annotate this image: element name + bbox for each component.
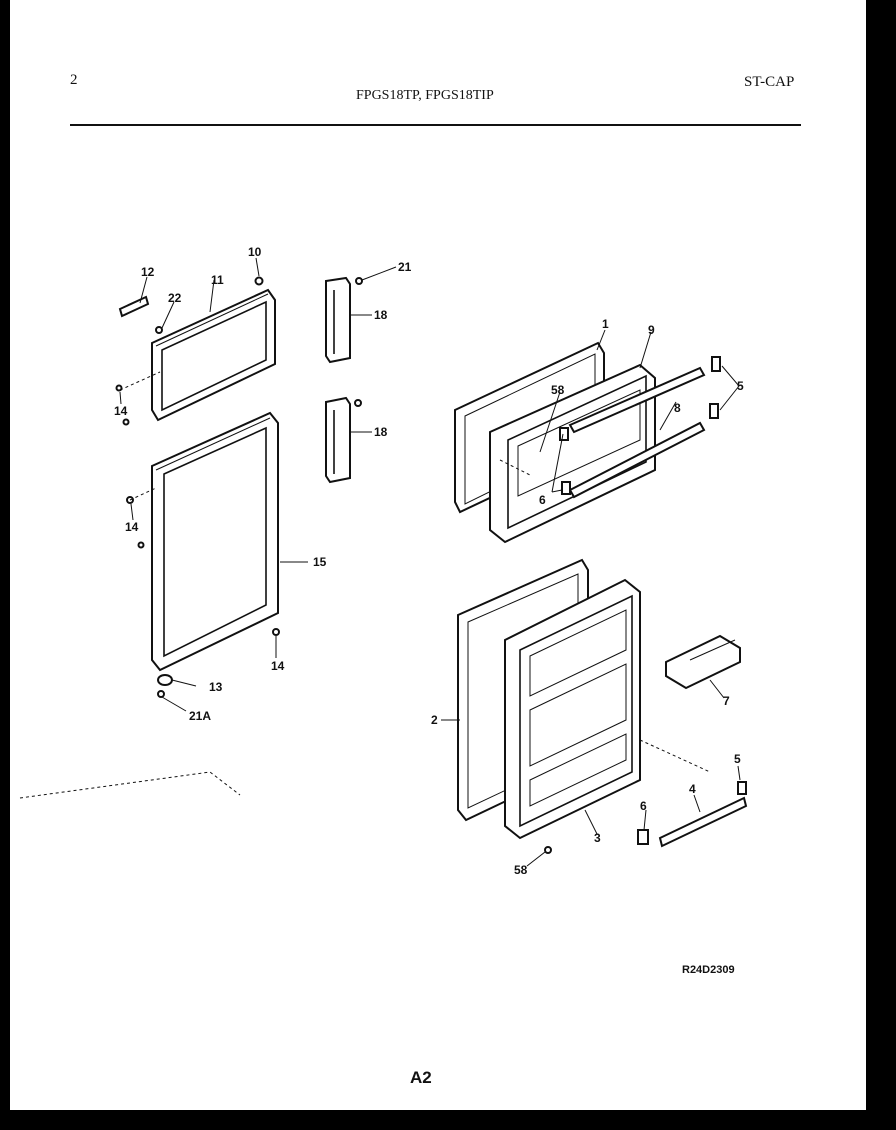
part-58-screw [544, 846, 552, 854]
callout-9: 9 [648, 323, 655, 337]
callout-14-b: 14 [125, 520, 139, 534]
callout-58-b: 58 [514, 863, 528, 877]
callout-58-a: 58 [551, 383, 565, 397]
callout-5-a: 5 [737, 379, 744, 393]
callout-15: 15 [313, 555, 327, 569]
leader-lines [119, 257, 741, 867]
callout-4: 4 [689, 782, 696, 796]
page-corner-number: 2 [70, 72, 78, 88]
callout-8: 8 [674, 401, 681, 415]
dairy-door-shelf [665, 634, 741, 690]
callout-22: 22 [168, 291, 182, 305]
part-21-screw [355, 277, 363, 285]
callout-5-b: 5 [734, 752, 741, 766]
part-22-screw [155, 326, 163, 334]
callout-10: 10 [248, 245, 262, 259]
callout-3: 3 [594, 831, 601, 845]
door-handles [325, 276, 363, 484]
small-parts-left [115, 276, 280, 698]
callout-1: 1 [602, 317, 609, 331]
callout-6-a: 6 [539, 493, 546, 507]
part-6-bracket [637, 829, 649, 845]
part-14-screw-4 [137, 541, 145, 549]
part-5-bracket [737, 781, 747, 795]
part-21A-screw [157, 690, 165, 698]
callout-12: 12 [141, 265, 155, 279]
rail-brackets-upper [709, 356, 721, 419]
part-14-screw [115, 384, 123, 392]
callout-6-b: 6 [640, 799, 647, 813]
callout-18-a: 18 [374, 308, 388, 322]
part-14-screw-2 [122, 418, 130, 426]
callout-21: 21 [398, 260, 412, 274]
model-numbers: FPGS18TP, FPGS18TIP [356, 88, 494, 103]
header-rule [70, 124, 801, 126]
part-14-screw-5 [272, 628, 280, 636]
drawing-code: R24D2309 [682, 964, 735, 976]
callout-14-c: 14 [271, 659, 285, 673]
freezer-shelf-rails [559, 366, 706, 499]
fresh-food-door-liner [504, 578, 641, 840]
page-label: A2 [410, 1068, 432, 1087]
fresh-food-door-gasket-frame [151, 411, 279, 672]
part-12-bar [118, 295, 150, 318]
alignment-lines [19, 371, 711, 799]
callout-14-a: 14 [114, 404, 128, 418]
callout-7: 7 [723, 694, 730, 708]
callout-11: 11 [211, 273, 224, 287]
callout-labels: 12 22 11 10 14 14 14 15 13 21A 21 18 18 … [114, 245, 744, 877]
freezer-door-gasket-frame [151, 288, 276, 422]
section-code: ST-CAP [744, 74, 795, 90]
handle-screw [354, 399, 362, 407]
callout-13: 13 [209, 680, 223, 694]
door-rail-lower [544, 781, 748, 854]
callout-21A: 21A [189, 709, 211, 723]
callout-18-b: 18 [374, 425, 388, 439]
part-10-screw [254, 276, 264, 286]
callout-2: 2 [431, 713, 438, 727]
part-13-bushing [157, 674, 173, 686]
